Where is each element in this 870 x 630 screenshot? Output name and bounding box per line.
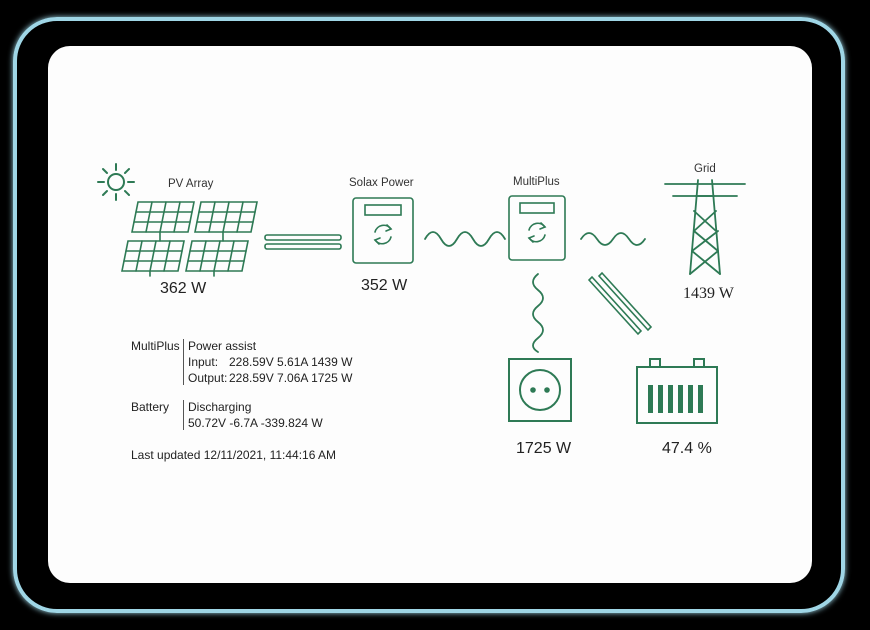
- ac-flow-wave-2: [580, 232, 646, 246]
- multiplus-input-value: 228.59V 5.61A 1439 W: [229, 355, 353, 369]
- power-tower-icon: [664, 179, 746, 275]
- last-updated-text: Last updated 12/11/2021, 11:44:16 AM: [131, 448, 337, 462]
- multiplus-input-label: Input:: [188, 355, 219, 369]
- battery-flow-line: [587, 271, 653, 336]
- screen: PV Array 362 W Solax Power 352 W MultiPl…: [48, 46, 812, 583]
- battery-info-divider: [183, 400, 184, 430]
- multiplus-mode: Power assist: [188, 339, 257, 353]
- battery-values: 50.72V -6.7A -339.824 W: [188, 416, 323, 430]
- pv-power-value: 362 W: [160, 280, 207, 297]
- multiplus-info-heading: MultiPlus: [131, 339, 180, 353]
- energy-flow-diagram: [97, 163, 746, 424]
- sun-icon: [97, 163, 135, 201]
- battery-soc-value: 47.4 %: [662, 440, 712, 457]
- solar-panel-icon: [121, 201, 258, 277]
- solax-power-value: 352 W: [361, 277, 408, 294]
- wall-socket-icon: [508, 358, 572, 422]
- ac-flow-wave-1: [424, 231, 506, 247]
- inverter-icon: [352, 197, 414, 264]
- battery-state: Discharging: [188, 400, 252, 414]
- multiplus-info-divider: [183, 339, 184, 385]
- grid-label: Grid: [694, 163, 716, 175]
- ac-output-value: 1725 W: [516, 440, 572, 457]
- battery-info-heading: Battery: [131, 400, 170, 414]
- grid-power-value: 1439 W: [683, 285, 734, 302]
- ac-out-flow-wave: [532, 273, 544, 353]
- multiplus-output-value: 228.59V 7.06A 1725 W: [229, 371, 353, 385]
- inverter-icon: [508, 195, 566, 261]
- battery-icon: [636, 358, 718, 424]
- pv-array-label: PV Array: [168, 178, 214, 190]
- solax-power-label: Solax Power: [349, 177, 414, 189]
- pv-flow-line: [264, 234, 342, 250]
- multiplus-output-label: Output:: [188, 371, 228, 385]
- multiplus-label: MultiPlus: [513, 176, 560, 188]
- device-frame-glow: [13, 17, 845, 613]
